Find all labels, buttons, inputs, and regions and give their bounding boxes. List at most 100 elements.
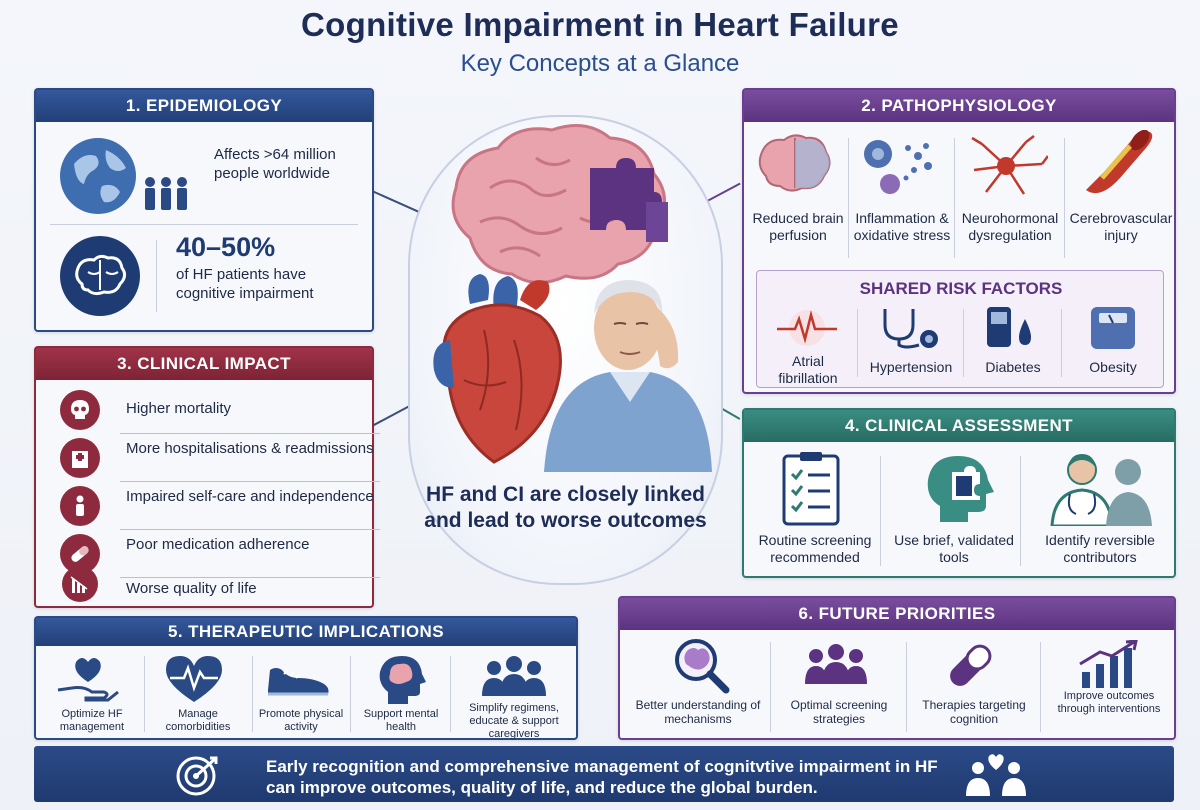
hospital-icon xyxy=(60,438,100,478)
divider xyxy=(1061,309,1062,377)
patho-label: Inflammation & oxidative stress xyxy=(853,210,951,243)
divider xyxy=(848,138,849,258)
divider xyxy=(156,240,157,312)
capsule-icon xyxy=(950,644,992,686)
patho-label: Reduced brain perfusion xyxy=(752,210,844,243)
list-item: Higher mortality xyxy=(60,390,380,434)
summary-text: Early recognition and comprehensive mana… xyxy=(266,757,938,798)
divider xyxy=(50,224,358,225)
risk-label: Atrial fibrillation xyxy=(778,353,838,386)
risk-label: Hypertension xyxy=(869,359,953,375)
clinical-assessment-heading: 4. CLINICAL ASSESSMENT xyxy=(744,410,1174,442)
divider xyxy=(350,656,351,732)
stat-percentage: 40–50% xyxy=(176,232,276,262)
divider xyxy=(963,309,964,377)
artery-icon xyxy=(1086,130,1153,194)
brain-icon xyxy=(60,236,140,316)
neuron-icon xyxy=(971,135,1048,195)
group-icon xyxy=(805,644,867,684)
cells-icon xyxy=(864,140,932,194)
list-item: Impaired self-care and independence xyxy=(60,486,380,530)
stat-affected: Affects >64 million people worldwide xyxy=(214,146,336,182)
patho-label: Cerebrovascular injury xyxy=(1069,210,1173,243)
doctor-patient-icon xyxy=(1050,454,1152,526)
list-item: Poor medication adherence xyxy=(60,534,380,578)
therapeutic-label: Manage comorbidities xyxy=(165,708,231,734)
impact-label: Worse quality of life xyxy=(126,580,257,597)
target-icon xyxy=(176,756,218,796)
impact-label: Impaired self-care and independence xyxy=(126,488,374,505)
brain-puzzle-illustration xyxy=(451,124,668,284)
ecg-icon xyxy=(777,310,837,346)
brain-icon xyxy=(758,134,831,192)
therapeutic-label: Promote physical activity xyxy=(258,708,344,734)
divider xyxy=(1040,642,1041,732)
risk-factors-heading: SHARED RISK FACTORS xyxy=(859,279,1063,298)
head-brain-icon xyxy=(379,656,426,704)
impact-label: More hospitalisations & readmissions xyxy=(126,440,374,457)
pathophysiology-panel: 2. PATHOPHYSIOLOGY Reduced brain perfusi… xyxy=(742,88,1176,394)
stethoscope-icon xyxy=(883,309,938,349)
future-priorities-heading: 6. FUTURE PRIORITIES xyxy=(620,598,1174,630)
impact-label: Higher mortality xyxy=(126,400,232,417)
divider xyxy=(1064,138,1065,258)
patho-label: Neurohormonal dysregulation xyxy=(961,210,1059,243)
epidemiology-panel: 1. EPIDEMIOLOGY Affects >64 million peop… xyxy=(34,88,374,332)
heart-pulse-icon xyxy=(166,656,222,702)
skull-icon xyxy=(60,390,100,430)
magnifier-brain-icon xyxy=(675,639,730,694)
divider xyxy=(906,642,907,732)
future-label: Optimal screening strategies xyxy=(790,698,888,727)
divider xyxy=(120,529,380,530)
divider xyxy=(770,642,771,732)
assessment-label: Use brief, validated tools xyxy=(894,532,1014,565)
pathophysiology-heading: 2. PATHOPHYSIOLOGY xyxy=(744,90,1174,122)
therapeutic-panel: 5. THERAPEUTIC IMPLICATIONS Optimize HF … xyxy=(34,616,578,740)
divider xyxy=(857,309,858,377)
assessment-label: Routine screening recommended xyxy=(758,532,872,565)
divider xyxy=(954,138,955,258)
page-subtitle: Key Concepts at a Glance xyxy=(460,50,740,77)
globe-icon xyxy=(60,138,136,214)
elderly-man-illustration xyxy=(544,280,712,472)
clinical-impact-panel: 3. CLINICAL IMPACT Higher mortality More… xyxy=(34,346,380,608)
future-priorities-panel: 6. FUTURE PRIORITIES Better understandin… xyxy=(618,596,1176,740)
heart-illustration xyxy=(433,274,562,464)
head-puzzle-icon xyxy=(927,456,994,522)
clinical-impact-heading: 3. CLINICAL IMPACT xyxy=(36,348,372,380)
growth-chart-icon xyxy=(1079,640,1138,688)
divider xyxy=(120,433,380,434)
future-label: Improve outcomes through interventions xyxy=(1057,690,1161,716)
person-icon xyxy=(60,486,100,526)
shoe-icon xyxy=(268,668,329,696)
divider xyxy=(880,456,881,566)
future-label: Better understanding of mechanisms xyxy=(635,698,761,727)
checklist-icon xyxy=(782,452,840,526)
divider xyxy=(144,656,145,732)
group-icon xyxy=(482,656,546,696)
stat-percentage-text: of HF patients have cognitive impairment xyxy=(176,266,314,302)
page-title: Cognitive Impairment in Heart Failure xyxy=(301,6,899,43)
therapeutic-label: Support mental health xyxy=(363,708,439,734)
divider xyxy=(450,656,451,732)
divider xyxy=(252,656,253,732)
list-item: More hospitalisations & readmissions xyxy=(60,438,380,482)
scale-icon xyxy=(1091,307,1135,349)
decline-chart-icon xyxy=(62,566,98,602)
divider xyxy=(120,481,380,482)
divider xyxy=(1020,456,1021,566)
risk-label: Diabetes xyxy=(985,359,1041,375)
therapeutic-heading: 5. THERAPEUTIC IMPLICATIONS xyxy=(36,618,576,646)
hand-heart-icon xyxy=(57,658,119,702)
impact-label: Poor medication adherence xyxy=(126,536,310,553)
clinical-assessment-panel: 4. CLINICAL ASSESSMENT Routine screening… xyxy=(742,408,1176,578)
risk-label: Obesity xyxy=(1089,359,1137,375)
therapeutic-label: Optimize HF management xyxy=(59,708,125,734)
epidemiology-heading: 1. EPIDEMIOLOGY xyxy=(36,90,372,122)
assessment-label: Identify reversible contributors xyxy=(1045,532,1155,565)
future-label: Therapies targeting cognition xyxy=(922,698,1026,727)
list-item: Worse quality of life xyxy=(60,566,380,602)
people-icon xyxy=(145,177,187,210)
therapeutic-label: Simplify regimens, educate & support car… xyxy=(469,702,559,741)
divider xyxy=(120,577,380,578)
